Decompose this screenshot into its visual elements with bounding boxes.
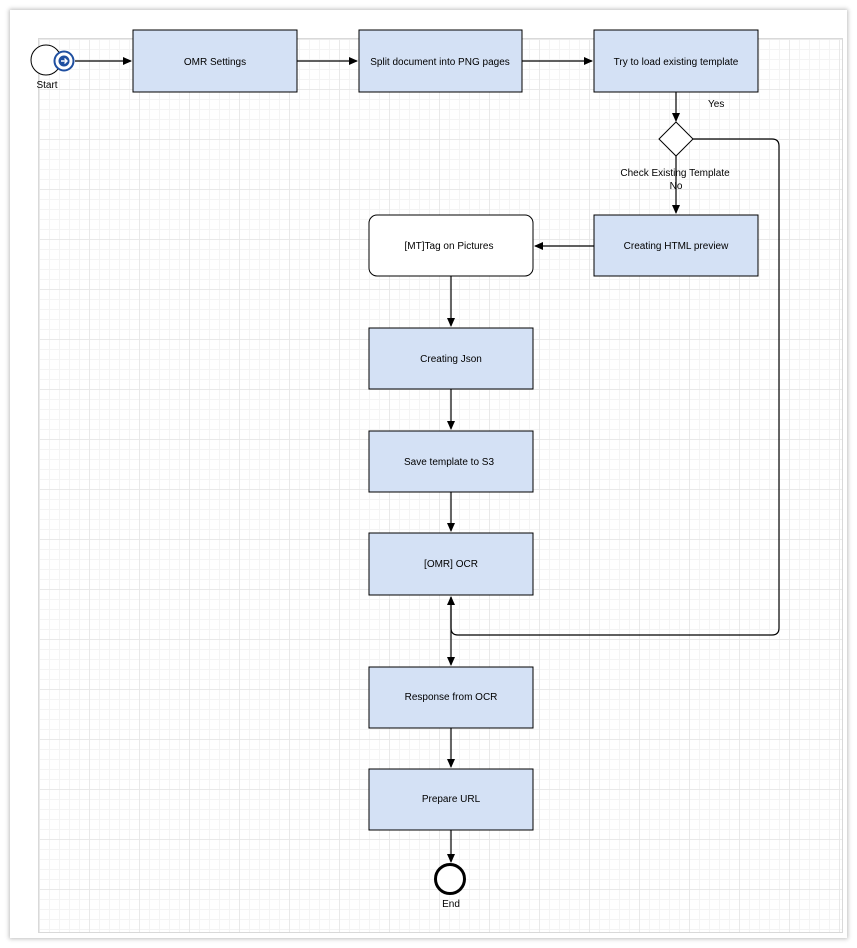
- edge-check-yes-to-ocr: [447, 138, 780, 636]
- task-split-document[interactable]: Split document into PNG pages: [358, 29, 523, 93]
- task-prepare-url-label: Prepare URL: [422, 794, 481, 805]
- task-split-document-label: Split document into PNG pages: [370, 57, 510, 68]
- edge-label-yes: Yes: [708, 99, 724, 110]
- task-load-template-label: Try to load existing template: [614, 57, 739, 68]
- edges: [75, 57, 780, 863]
- start-event[interactable]: Start: [30, 44, 75, 91]
- task-tag-on-pictures[interactable]: [MT]Tag on Pictures: [368, 214, 534, 277]
- task-creating-json-label: Creating Json: [420, 354, 482, 365]
- end-event[interactable]: End: [434, 863, 466, 911]
- task-creating-html-preview[interactable]: Creating HTML preview: [593, 214, 759, 277]
- task-save-template[interactable]: Save template to S3: [368, 430, 534, 493]
- end-label: End: [442, 899, 460, 910]
- task-response-from-ocr[interactable]: Response from OCR: [368, 666, 534, 729]
- start-label: Start: [36, 80, 57, 91]
- task-save-template-label: Save template to S3: [404, 457, 494, 468]
- task-omr-settings[interactable]: OMR Settings: [132, 29, 298, 93]
- task-omr-ocr-label: [OMR] OCR: [424, 559, 478, 570]
- task-prepare-url[interactable]: Prepare URL: [368, 768, 534, 831]
- arrow-right-circle-icon: [53, 50, 75, 72]
- task-creating-json[interactable]: Creating Json: [368, 327, 534, 390]
- gateway-check-template-label: Check Existing Template: [620, 168, 730, 179]
- task-tag-on-pictures-label: [MT]Tag on Pictures: [405, 241, 494, 252]
- edge-label-no: No: [670, 181, 683, 192]
- task-load-template[interactable]: Try to load existing template: [593, 29, 759, 93]
- task-omr-ocr[interactable]: [OMR] OCR: [368, 532, 534, 596]
- gateway-check-template[interactable]: Check Existing Template: [620, 121, 730, 179]
- task-response-from-ocr-label: Response from OCR: [405, 692, 498, 703]
- task-creating-html-preview-label: Creating HTML preview: [624, 241, 729, 252]
- task-omr-settings-label: OMR Settings: [184, 57, 246, 68]
